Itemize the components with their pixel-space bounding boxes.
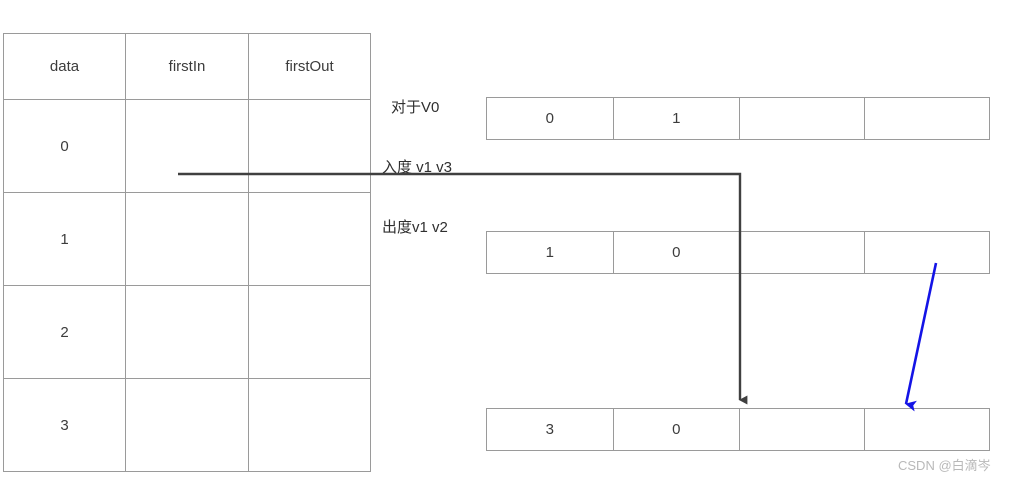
table-row: 1: [3, 192, 371, 286]
vertex-table: data firstIn firstOut 0 1 2 3: [3, 33, 371, 472]
note-line-2: 入度 v1 v3: [382, 159, 453, 176]
cell-firstout-1: [248, 192, 371, 286]
cell-firstin-2: [125, 285, 249, 379]
cell-data-1: 1: [3, 192, 126, 286]
table-row: 2: [3, 285, 371, 379]
column-header-firstin: firstIn: [125, 33, 249, 100]
cell-firstout-2: [248, 285, 371, 379]
node-1-cell-2: [740, 232, 865, 273]
table-row: 0: [3, 99, 371, 193]
cell-firstout-0: [248, 99, 371, 193]
node-0-cell-3: [865, 98, 990, 139]
node-2-cell-2: [740, 409, 865, 450]
node-2-cell-0: 3: [487, 409, 614, 450]
cell-firstin-0: [125, 99, 249, 193]
node-0-cell-1: 1: [614, 98, 740, 139]
node-2-cell-1: 0: [614, 409, 740, 450]
cell-firstin-3: [125, 378, 249, 472]
node-0-cell-2: [740, 98, 865, 139]
node-1-cell-1: 0: [614, 232, 740, 273]
node-2-cell-3: [865, 409, 990, 450]
cell-firstout-3: [248, 378, 371, 472]
column-header-data: data: [3, 33, 126, 100]
incoming-edge-arrow: [904, 262, 938, 412]
edge-node-box-1: 1 0: [486, 231, 990, 274]
edge-node-box-2: 3 0: [486, 408, 990, 451]
column-header-firstout: firstOut: [248, 33, 371, 100]
annotation-note: 对于V0 入度 v1 v3 出度v1 v2: [382, 58, 452, 278]
node-0-cell-0: 0: [487, 98, 614, 139]
cell-data-2: 2: [3, 285, 126, 379]
cell-firstin-1: [125, 192, 249, 286]
note-line-1: 对于V0: [391, 99, 440, 116]
table-row: 3: [3, 378, 371, 472]
watermark-text: CSDN @白滴岑: [898, 458, 991, 473]
table-header-row: data firstIn firstOut: [3, 33, 371, 100]
node-1-cell-0: 1: [487, 232, 614, 273]
cell-data-0: 0: [3, 99, 126, 193]
edge-node-box-0: 0 1: [486, 97, 990, 140]
note-line-3: 出度v1 v2: [382, 219, 448, 236]
node-1-cell-3: [865, 232, 990, 273]
cell-data-3: 3: [3, 378, 126, 472]
